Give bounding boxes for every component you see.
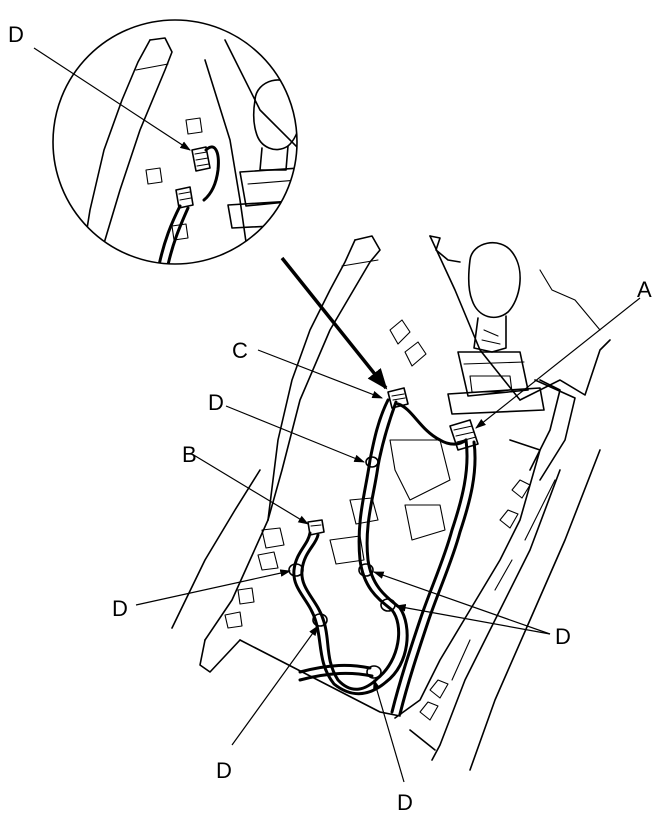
callout-leaders <box>33 47 641 783</box>
detail-inset <box>52 19 298 265</box>
callout-d-bottom: D <box>397 790 413 815</box>
callout-a: A <box>637 277 652 302</box>
center-console-assembly <box>171 235 611 771</box>
callout-c: C <box>232 338 248 363</box>
wire-harness <box>288 387 479 716</box>
inset-pointer-arrow <box>280 256 388 390</box>
callout-d-left: D <box>112 596 128 621</box>
callout-d-bottom-left: D <box>216 758 232 783</box>
callout-b: B <box>182 442 197 467</box>
callout-d-upper: D <box>208 390 224 415</box>
callout-d-inset: D <box>8 22 24 47</box>
callout-d-right: D <box>555 624 571 649</box>
